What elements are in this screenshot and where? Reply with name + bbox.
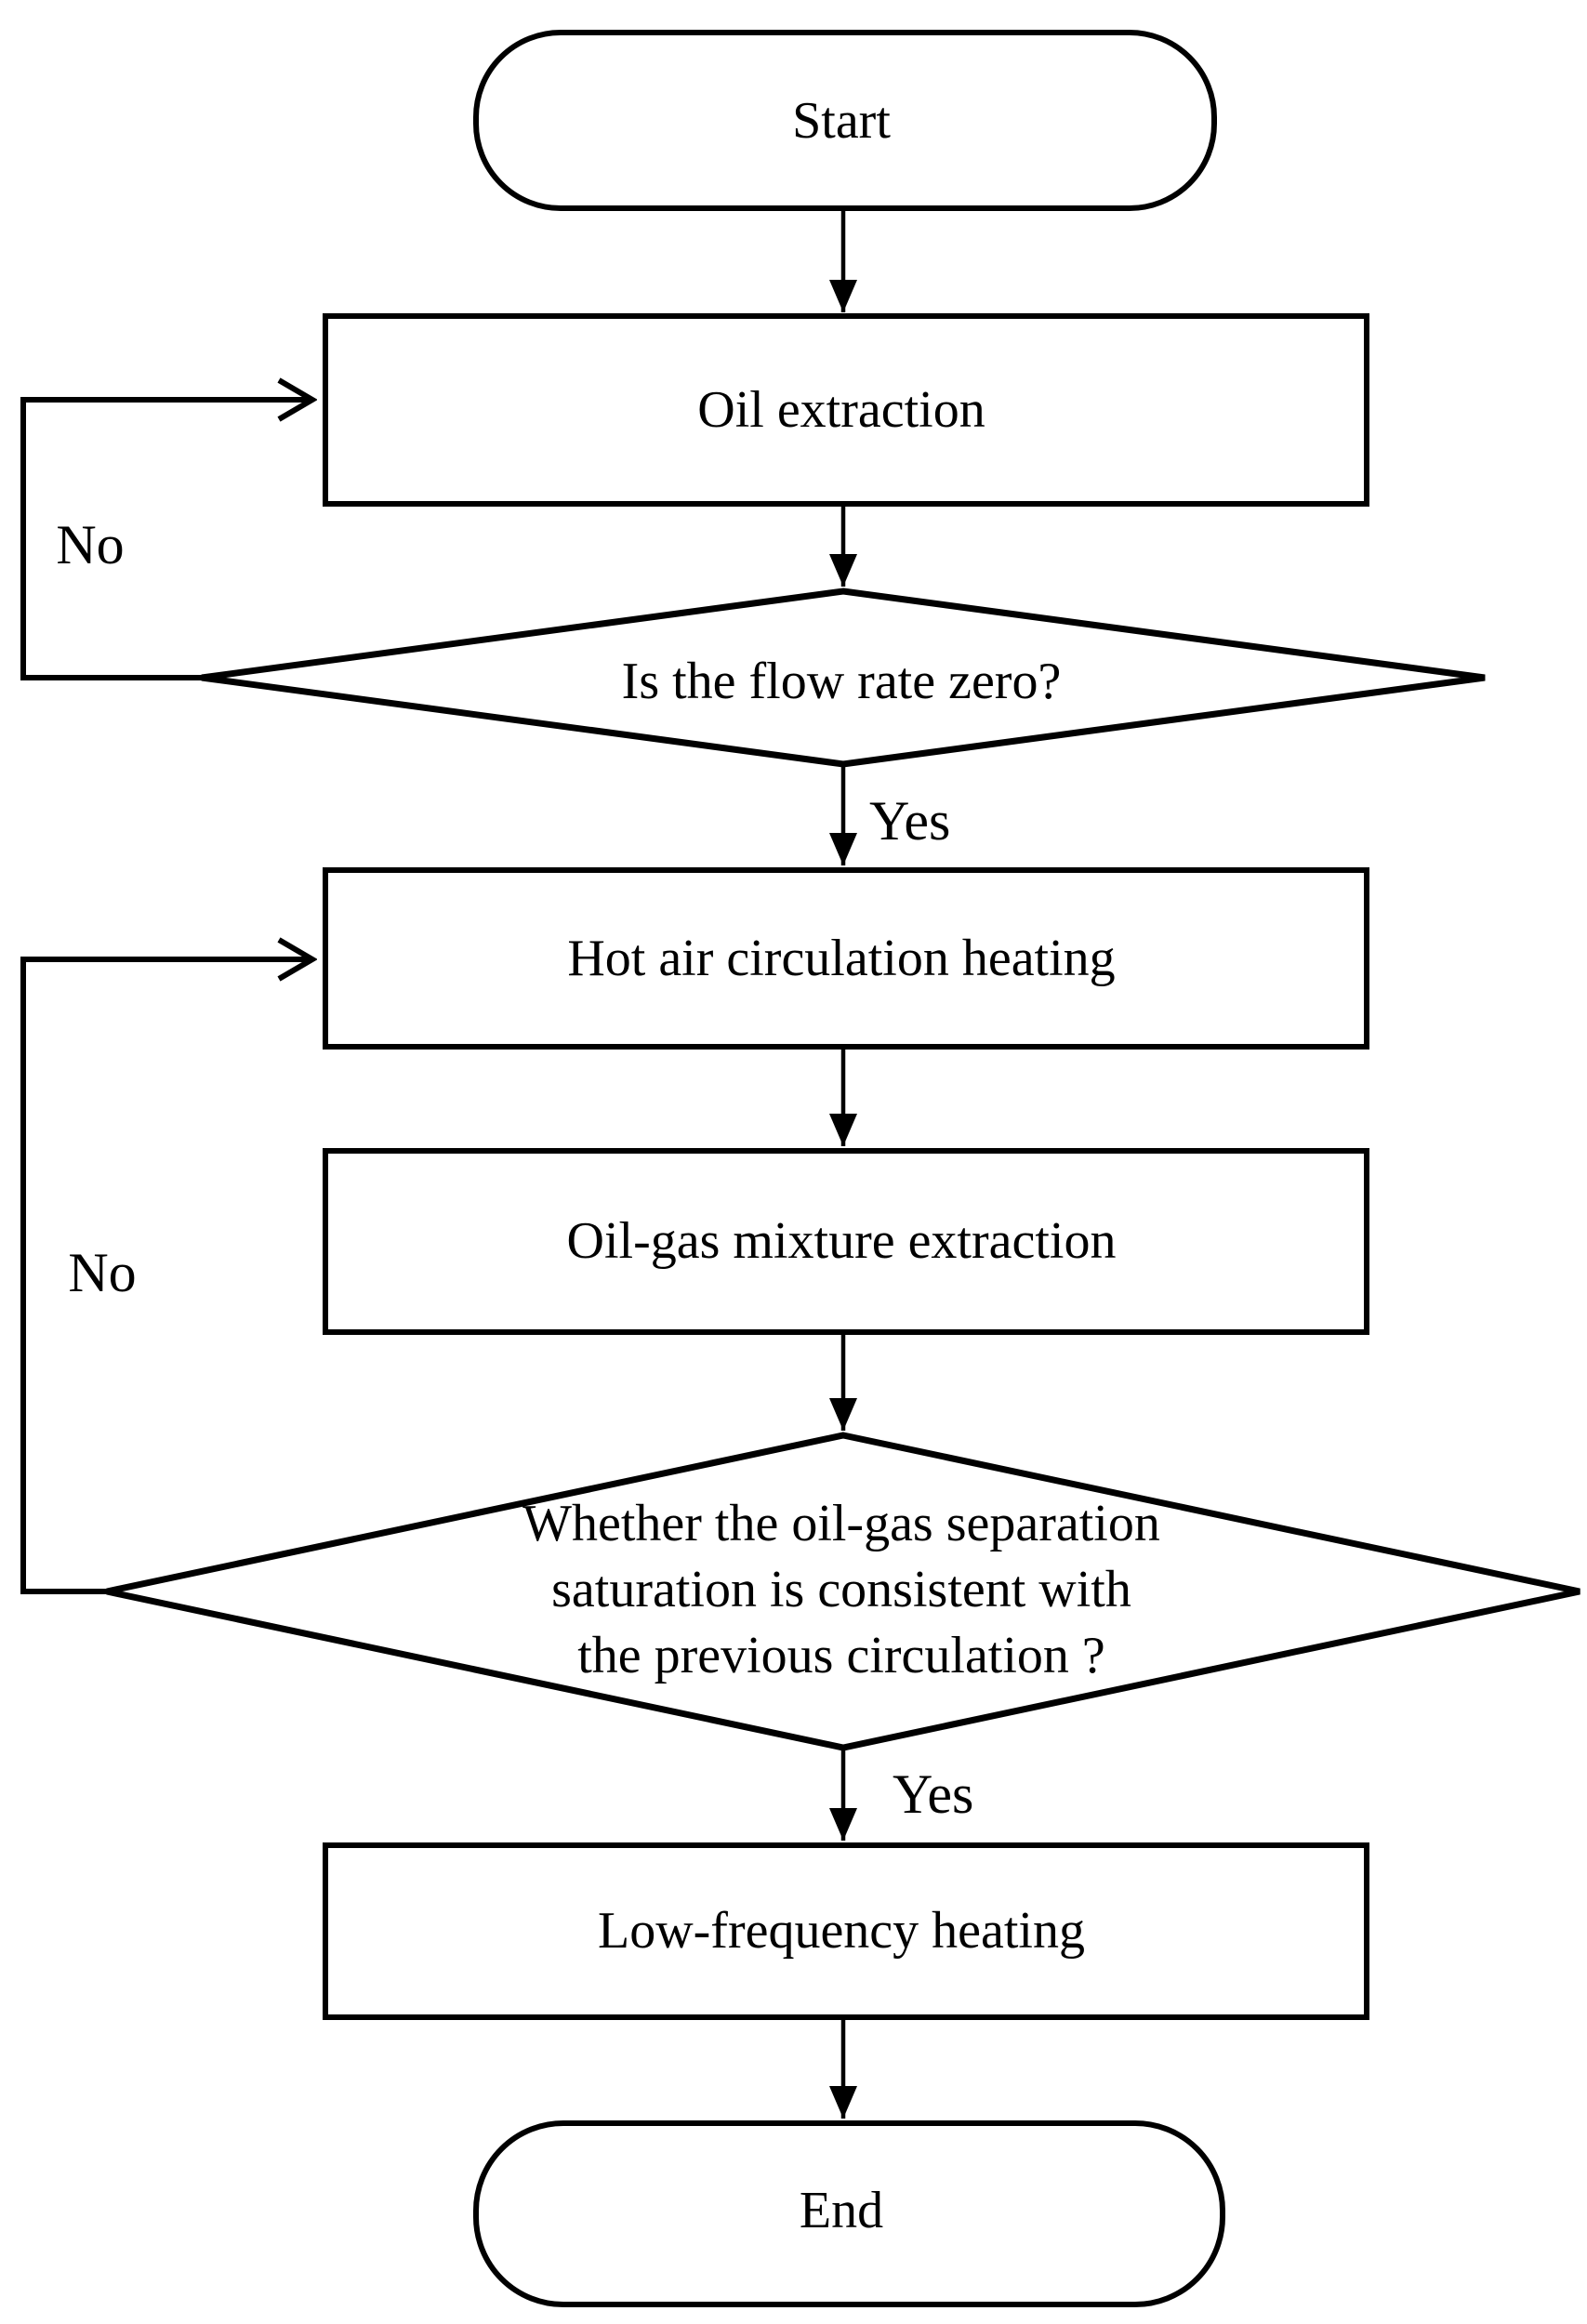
flow-rate-decision-label: Is the flow rate zero? (622, 653, 1062, 710)
end-node (473, 2120, 1225, 2307)
saturation-decision-label-line2: saturation is consistent with (551, 1561, 1131, 1618)
saturation-no-label: No (68, 1242, 136, 1303)
saturation-yes-label: Yes (893, 1763, 973, 1825)
flow-rate-yes-label: Yes (869, 790, 950, 852)
low-frequency-heating-node (323, 1842, 1369, 2020)
oil-extraction-label: Oil extraction (697, 381, 985, 439)
saturation-decision-label-line1: Whether the oil-gas separation (522, 1495, 1160, 1552)
hot-air-heating-label: Hot air circulation heating (567, 930, 1115, 987)
connector-saturation-no-loop (20, 959, 312, 1594)
oil-gas-extraction-node (323, 1148, 1369, 1335)
oil-gas-extraction-label: Oil-gas mixture extraction (567, 1212, 1117, 1270)
oil-extraction-node (323, 313, 1369, 507)
saturation-decision-label-line3: the previous circulation ? (577, 1627, 1105, 1684)
hot-air-heating-node (323, 867, 1369, 1050)
connector-flow-rate-no-loop (20, 400, 312, 680)
low-frequency-heating-label: Low-frequency heating (598, 1902, 1085, 1960)
end-label: End (800, 2182, 883, 2239)
flow-rate-no-label: No (56, 514, 124, 575)
start-label: Start (792, 92, 891, 150)
